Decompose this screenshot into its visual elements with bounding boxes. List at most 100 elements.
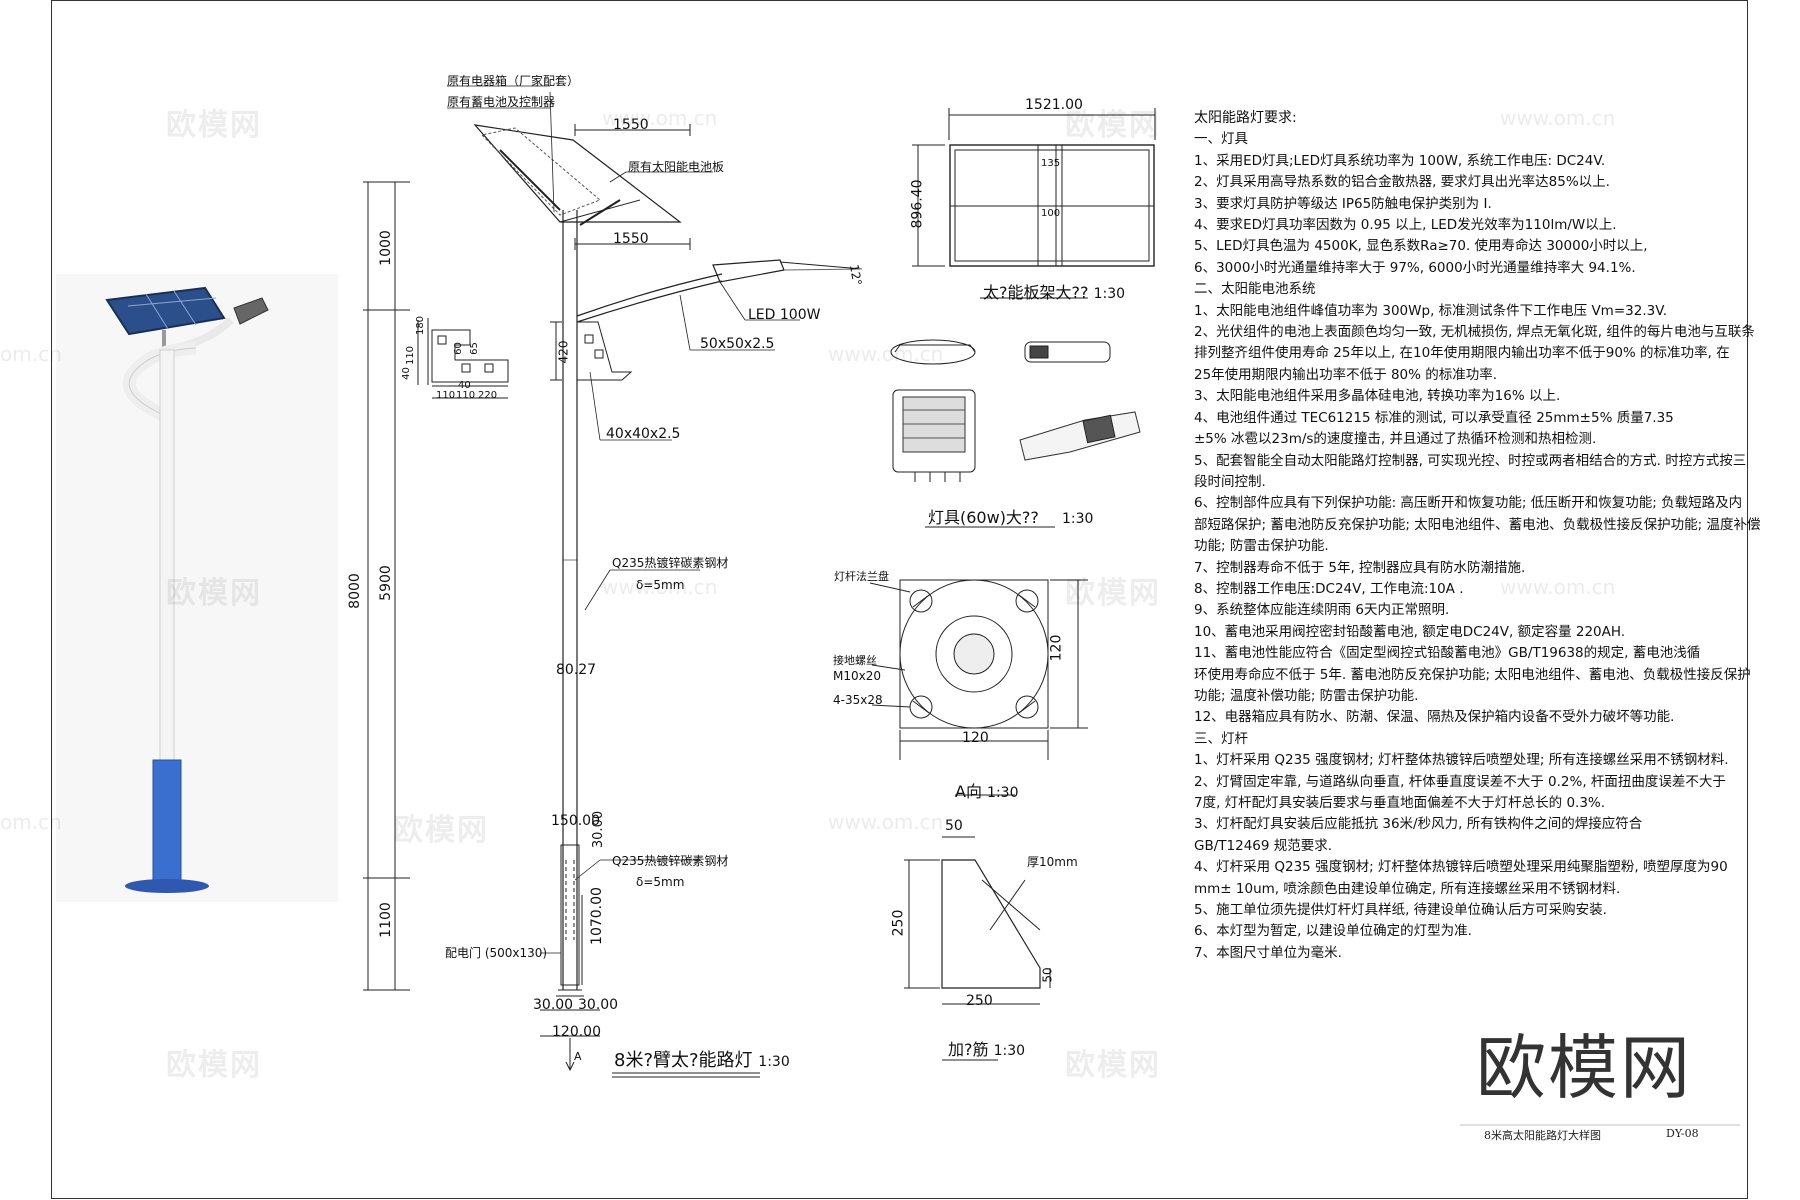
- spec-line: 5、配套智能全自动太阳能路灯控制器, 可实现光控、时控或两者相结合的方式. 时控…: [1194, 452, 1747, 469]
- label-steel2-a: Q235热镀锌碳素钢材: [612, 854, 729, 868]
- dim-1100: 1100: [377, 902, 394, 938]
- watermark-url: www.om.cn: [828, 810, 944, 834]
- watermark-url: om.cn: [0, 810, 62, 834]
- panel-height-dim: 896.40: [909, 179, 926, 229]
- rib-caption-text: 加?筋: [948, 1040, 989, 1059]
- watermark: 欧模网: [393, 813, 489, 848]
- spec-line: 5、LED灯具色温为 4500K, 显色系数Ra≥70. 使用寿命达 30000…: [1194, 238, 1648, 255]
- pole-elevation: [363, 85, 863, 1078]
- title-block-number: DY-08: [1666, 1127, 1699, 1140]
- panel-dim-135: 135: [1041, 158, 1061, 169]
- watermark: 欧模网: [166, 576, 262, 611]
- watermark-url: om.cn: [0, 342, 62, 366]
- spec-line: 一、灯具: [1194, 131, 1248, 148]
- spec-line: 6、本灯型为暂定, 以建设单位确定的灯型为准.: [1194, 923, 1472, 940]
- dim-30-left: 30.00: [533, 997, 574, 1013]
- product-photo: [56, 274, 338, 902]
- drawing-frame: [51, 0, 1748, 1199]
- spec-line: 3、太阳能电池组件采用多晶体硅电池, 转换功率为16% 以上.: [1194, 388, 1561, 405]
- bolt-label-a: 接地螺丝: [833, 654, 877, 667]
- spec-line: 8、控制器工作电压:DC24V, 工作电流:10A .: [1194, 580, 1464, 597]
- flange-dim-h: 120: [1048, 634, 1065, 662]
- panel-dim-100: 100: [1041, 208, 1061, 219]
- rib-dim-top: 50: [945, 818, 963, 834]
- label-tube40: 40x40x2.5: [606, 426, 681, 442]
- spec-line: 7度, 灯杆配灯具安装后要求与垂直地面偏差不大于灯杆总长的 0.3%.: [1194, 795, 1606, 811]
- spec-line: 6、3000小时光通量维持率大于 97%, 6000小时光通量维持率大 94.1…: [1194, 259, 1636, 276]
- bracket-dim-60: 60: [452, 342, 464, 355]
- spec-line: 2、光伏组件的电池上表面颜色均匀一致, 无机械损伤, 焊点无氧化斑, 组件的每片…: [1194, 324, 1755, 341]
- spec-line: 1、灯杆采用 Q235 强度钢材; 灯杆整体热镀锌后喷塑处理; 所有连接螺丝采用…: [1194, 752, 1729, 769]
- spec-line: 部短路保护; 蓄电池防反充保护功能; 太阳电池组件、蓄电池、负载极性接反保护功能…: [1194, 516, 1761, 533]
- spec-line: 三、灯杆: [1194, 730, 1248, 747]
- dim-1550-top: 1550: [613, 117, 649, 133]
- bracket-dim-65: 65: [468, 342, 480, 355]
- elevation-caption-text: 8米?臂太?能路灯: [614, 1050, 753, 1071]
- dim-80-27: 80.27: [556, 662, 597, 678]
- spec-line: 12、电器箱应具有防水、防潮、保温、隔热及保护箱内设备不受外力破坏等功能.: [1194, 709, 1675, 726]
- label-section-mark: A: [574, 1050, 582, 1063]
- spec-line: 4、要求ED灯具功率因数为 0.95 以上, LED发光效率为110lm/W以上…: [1194, 217, 1617, 234]
- label-battery: 原有蓄电池及控制器: [447, 95, 556, 109]
- title-block-name: 8米高太阳能路灯大样图: [1484, 1129, 1601, 1142]
- bracket-dim-110: 110: [405, 345, 417, 366]
- lamp-caption: 灯具(60w)大?? 1:30: [928, 504, 1093, 528]
- bracket-dim-110b: 110: [436, 390, 456, 401]
- holes-label: 4-35x28: [833, 693, 883, 707]
- lamp-caption-text: 灯具(60w)大??: [928, 508, 1039, 527]
- label-panel: 原有太阳能电池板: [628, 160, 725, 174]
- watermark-url: www.om.cn: [1500, 575, 1616, 599]
- street-light-illustration: [105, 286, 269, 893]
- spec-line: 二、太阳能电池系统: [1194, 281, 1316, 298]
- rib-dim-right: 50: [1040, 967, 1055, 983]
- dim-5900: 5900: [377, 565, 394, 601]
- spec-line: 段时间控制.: [1194, 473, 1266, 490]
- watermark: 欧模网: [1065, 108, 1161, 143]
- spec-line: 7、控制器寿命不低于 5年, 控制器应具有防水防潮措施.: [1194, 559, 1526, 576]
- spec-line: 11、蓄电池性能应符合《固定型阀控式铅酸蓄电池》GB/T19638的规定, 蓄电…: [1194, 645, 1701, 662]
- spec-line: 10、蓄电池采用阀控密封铅酸蓄电池, 额定电DC24V, 额定容量 220AH.: [1194, 623, 1626, 640]
- spec-line: 3、灯杆配灯具安装后应能抵抗 36米/秒风力, 所有铁构件之间的焊接应符合: [1194, 816, 1643, 833]
- spec-line: 4、灯杆采用 Q235 强度钢材; 灯杆整体热镀锌后喷塑处理采用纯聚脂塑粉, 喷…: [1194, 859, 1728, 876]
- dim-8000: 8000: [346, 573, 363, 609]
- spec-line: 功能; 防雷击保护功能.: [1194, 538, 1329, 555]
- elevation-caption: 8米?臂太?能路灯 1:30: [614, 1046, 790, 1072]
- brand-logo-text: 欧模网: [1476, 1027, 1692, 1109]
- dim-1550-bottom: 1550: [613, 231, 649, 247]
- flange-caption-text: A向: [955, 782, 982, 801]
- watermark: 欧模网: [166, 1048, 262, 1083]
- spec-line: 1、采用ED灯具;LED灯具系统功率为 100W, 系统工作电压: DC24V.: [1194, 152, 1606, 169]
- flange-label: 灯杆法兰盘: [834, 570, 889, 583]
- panel-caption-scale: 1:30: [1093, 286, 1126, 302]
- dim-1070: 1070.00: [588, 887, 605, 945]
- panel-width-dim: 1521.00: [1025, 97, 1083, 113]
- label-steel1-b: δ=5mm: [636, 578, 685, 592]
- spec-line: 7、本图尺寸单位为毫米.: [1194, 944, 1342, 961]
- spec-line: mm± 10um, 喷涂颜色由建设单位确定, 所有连接螺丝采用不锈钢材料.: [1194, 880, 1621, 897]
- spec-line: 4、电池组件通过 TEC61215 标准的测试, 可以承受直径 25mm±5% …: [1194, 409, 1674, 426]
- watermark-url: www.om.cn: [602, 106, 718, 130]
- spec-line: 5、施工单位须先提供灯杆灯具样纸, 待建设单位确认后方可采购安装.: [1194, 902, 1607, 919]
- bracket-detail: [417, 318, 509, 399]
- spec-line: 太阳能路灯要求:: [1194, 110, 1297, 126]
- dim-30-right: 30.00: [578, 997, 619, 1013]
- label-tube50: 50x50x2.5: [700, 336, 775, 352]
- spec-line: GB/T12469 规范要求.: [1194, 837, 1333, 854]
- flange-caption: A向 1:30: [955, 778, 1019, 802]
- rib-dim-width: 250: [966, 993, 993, 1009]
- rib-thickness-label: 厚10mm: [1027, 855, 1078, 869]
- dim-30-vert: 30.00: [591, 810, 607, 849]
- dim-420: 420: [556, 340, 571, 364]
- rib-drawing: [904, 836, 1051, 1061]
- panel-frame-drawing: [912, 108, 1156, 299]
- spec-line: 1、太阳能电池组件峰值功率为 300Wp, 标准测试条件下工作电压 Vm=32.…: [1194, 302, 1667, 319]
- dim-120: 120.00: [552, 1024, 601, 1040]
- spec-line: 排列整齐组件使用寿命 25年以上, 在10年使用期限内输出功率不低于90% 的标…: [1194, 345, 1730, 362]
- spec-line: 25年使用期限内输出功率不低于 80% 的标准功率.: [1194, 366, 1498, 383]
- specification-notes: 太阳能路灯要求: 一、灯具 1、采用ED灯具;LED灯具系统功率为 100W, 系统…: [1194, 108, 1761, 964]
- label-door: 配电门 (500x130): [445, 946, 548, 960]
- spec-line: 2、灯具采用高导热系数的铝合金散热器, 要求灯具出光率达85%以上.: [1194, 174, 1610, 191]
- watermark-url: www.om.cn: [828, 342, 944, 366]
